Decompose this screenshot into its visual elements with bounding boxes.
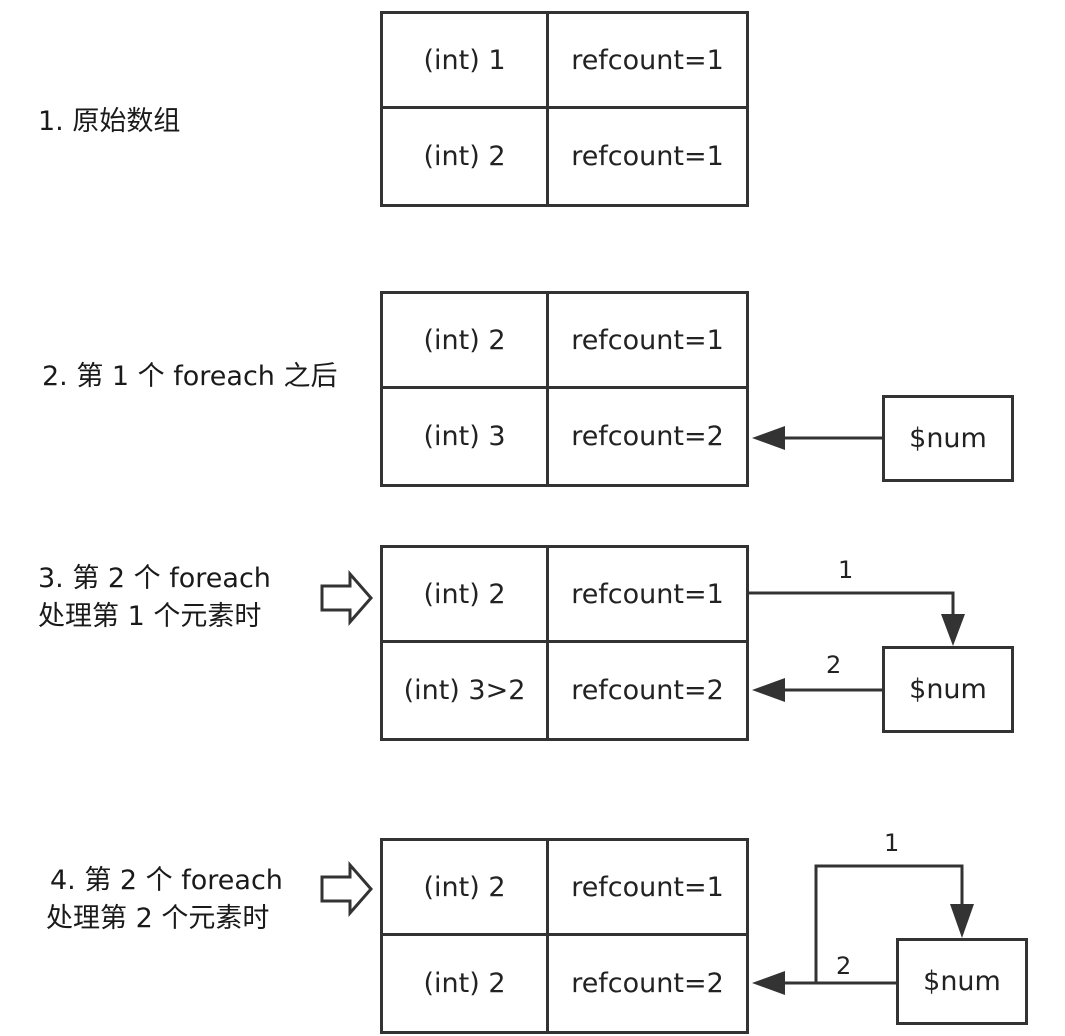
step4-row2-key: (int) 2 <box>383 936 549 1031</box>
step2-caption-line1: 2. 第 1 个 foreach 之后 <box>42 361 338 392</box>
step1-row2-refcount: refcount=1 <box>571 141 724 172</box>
step4-arrow-2-head-icon <box>752 971 785 995</box>
step1-row1-key: (int) 1 <box>383 14 549 109</box>
step2-num-variable-box: $num <box>882 395 1014 482</box>
step4-caption-line2: 处理第 2 个元素时 <box>46 903 270 934</box>
step3-caption: 3. 第 2 个 foreach 处理第 1 个元素时 <box>38 560 271 636</box>
step3-pointer-arrow-icon <box>320 570 373 626</box>
step3-row1-refcount: refcount=1 <box>549 548 746 643</box>
step4-edge-label-2: 2 <box>836 952 852 980</box>
step3-arrow-1-head-icon <box>941 614 965 646</box>
step2-arrowhead-icon <box>752 426 785 450</box>
step4-row2-refcount: refcount=2 <box>571 968 724 999</box>
step1-row1-refcount: refcount=1 <box>549 14 746 109</box>
step3-caption-line2: 处理第 1 个元素时 <box>38 601 262 632</box>
step3-row2-refcount: refcount=2 <box>571 675 724 706</box>
step2-row1-refcount: refcount=1 <box>549 294 746 389</box>
step3-row1-key: (int) 2 <box>383 548 549 643</box>
step3-caption-line1: 3. 第 2 个 foreach <box>38 563 271 594</box>
step4-arrow-1-head-icon <box>950 904 974 938</box>
step1-caption: 1. 原始数组 <box>38 103 180 141</box>
step3-row2-key: (int) 3>2 <box>383 643 549 738</box>
step2-caption: 2. 第 1 个 foreach 之后 <box>42 358 338 396</box>
step4-caption-line1: 4. 第 2 个 foreach <box>50 865 283 896</box>
step2-row2-key: (int) 3 <box>383 389 549 484</box>
step4-edge-label-1: 1 <box>884 829 900 857</box>
step2-row1-key: (int) 2 <box>383 294 549 389</box>
step3-arrow-1 <box>749 591 955 618</box>
step3-edge-label-2: 2 <box>826 651 842 679</box>
step1-row2-key: (int) 2 <box>383 109 549 204</box>
step4-pointer-arrow-icon <box>320 861 373 917</box>
step3-arrow-2-head-icon <box>752 678 785 702</box>
step2-array-table: (int) 2 refcount=1 (int) 3 refcount=2 <box>380 291 749 487</box>
step4-array-table: (int) 2 refcount=1 (int) 2 refcount=2 <box>380 838 749 1034</box>
step1-array-table: (int) 1 refcount=1 (int) 2 refcount=1 <box>380 11 749 207</box>
step4-num-variable-box: $num <box>896 938 1028 1025</box>
step4-row1-key: (int) 2 <box>383 841 549 936</box>
step3-num-variable-box: $num <box>882 646 1014 733</box>
step1-caption-line1: 1. 原始数组 <box>38 106 181 137</box>
step2-row2-refcount: refcount=2 <box>571 421 724 452</box>
step3-array-table: (int) 2 refcount=1 (int) 3>2 refcount=2 <box>380 545 749 741</box>
step4-caption: 4. 第 2 个 foreach 处理第 2 个元素时 <box>46 862 283 938</box>
step4-row1-refcount: refcount=1 <box>549 841 746 936</box>
step3-edge-label-1: 1 <box>838 556 854 584</box>
